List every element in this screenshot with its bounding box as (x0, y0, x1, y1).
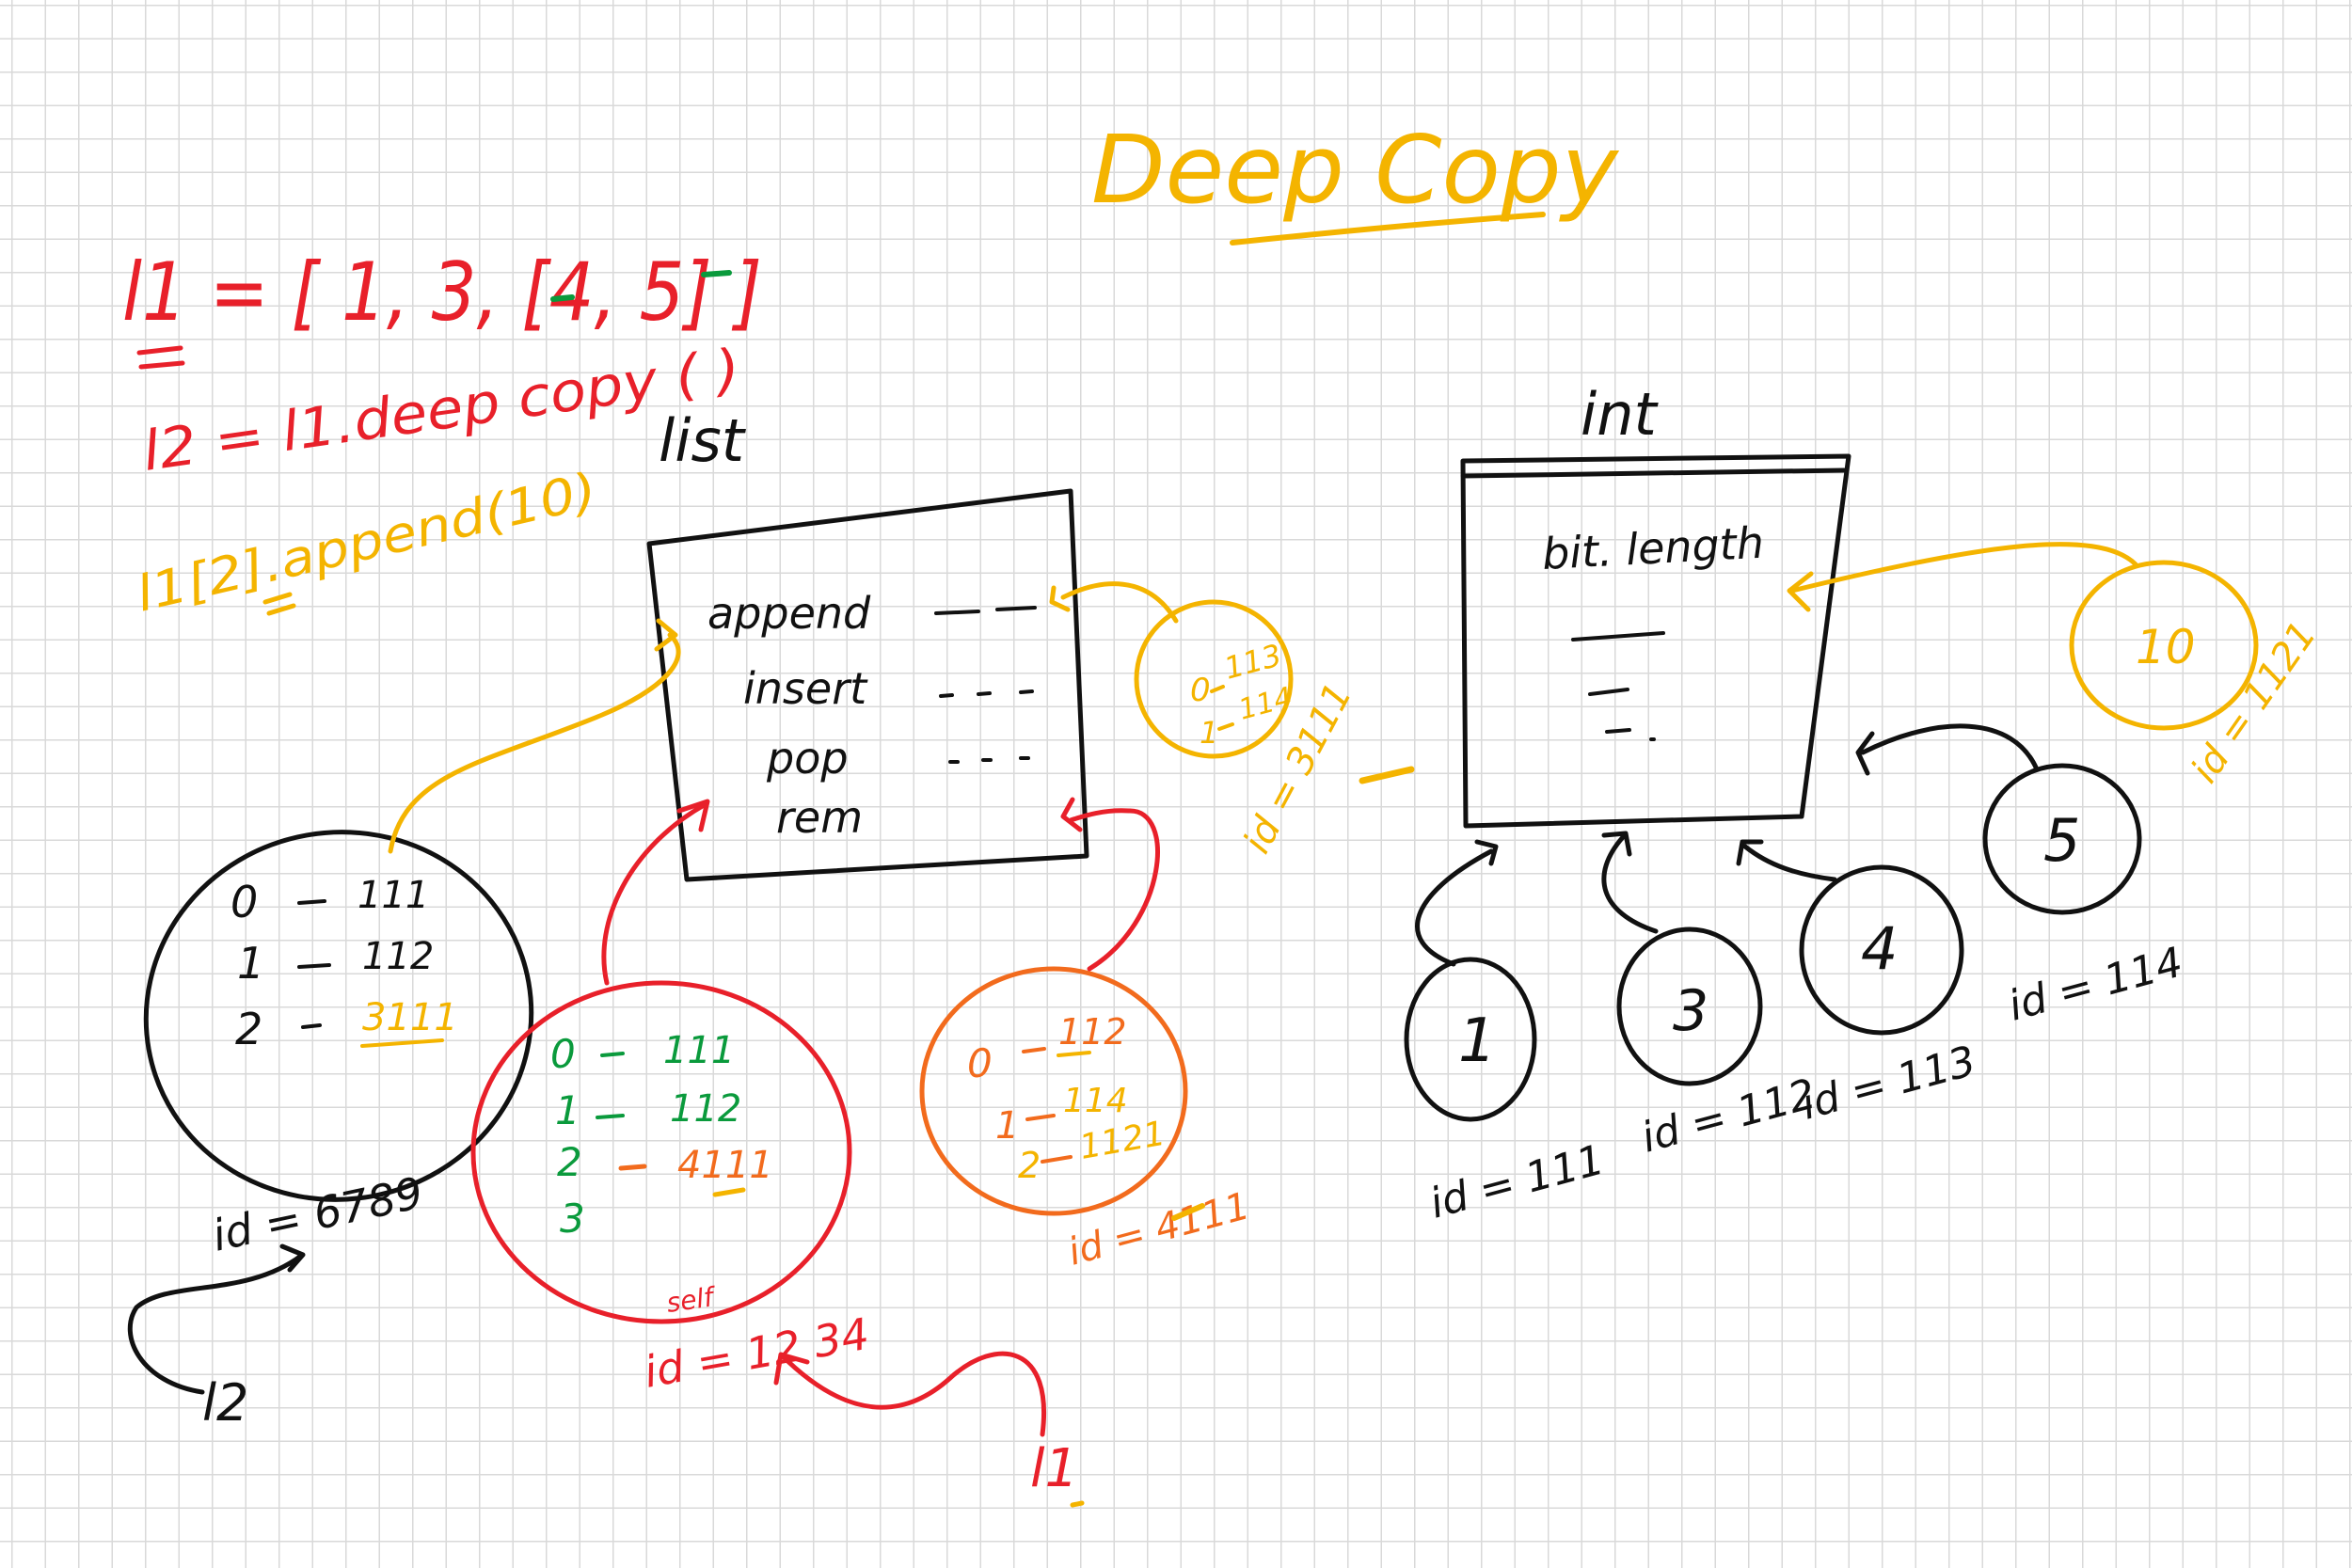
list-method-insert: insert (743, 663, 868, 714)
l1-row-dashes (596, 1052, 646, 1170)
code-line-l2: l2 = l1.deep copy ( ) (138, 336, 743, 483)
l1-variable-arrow (773, 1351, 1046, 1437)
l2-row-2-ref: 3111 (362, 996, 458, 1039)
list-method-dashes (934, 606, 1037, 764)
int-type-label: int (1581, 380, 1660, 449)
list-method-rem: rem (776, 792, 863, 843)
l1-subscript-mark (1070, 1500, 1085, 1508)
l2-row-0-index: 0 (230, 877, 258, 927)
l1-row-2-ref: 4111 (677, 1144, 773, 1187)
arrow-int1-to-int-type (1415, 839, 1499, 967)
l2-ref-underline (360, 1038, 444, 1048)
list-type-box (646, 488, 1089, 882)
title: Deep Copy (1091, 115, 1620, 225)
l1-list-object (470, 980, 852, 1324)
list-method-append: append (707, 588, 871, 639)
inner-copy-row-1-index: 1 (1200, 715, 1218, 751)
int-object-5-id: id = 114 (2004, 938, 2188, 1030)
int-object-1 (1404, 957, 1537, 1122)
l2-list-object (143, 830, 534, 1202)
inner-orig-row-1-ref: 114 (1063, 1082, 1128, 1120)
l2-variable-arrow (127, 1243, 306, 1395)
int-method-dashes (1571, 631, 1665, 741)
int-object-4-value: 4 (1861, 914, 1898, 983)
inner-copy-id-mark (1359, 766, 1415, 784)
int-type-box (1460, 453, 1851, 829)
int-object-3 (1616, 927, 1763, 1086)
inner-orig-id-mark (1171, 1203, 1205, 1221)
inner-copy-dashes (1210, 685, 1234, 731)
inner-orig-row-0-ref: 112 (1058, 1011, 1127, 1053)
l2-row-1-ref: 112 (362, 935, 434, 978)
int-object-5 (1982, 763, 2142, 915)
l1-note-self: self (664, 1281, 719, 1319)
inner-orig-underline (1057, 1051, 1091, 1057)
arrow-int10-to-int-type (1787, 542, 2138, 612)
code-append-underline (262, 592, 296, 616)
list-method-pop: pop (766, 733, 849, 784)
list-type-label: list (659, 406, 747, 475)
l1-row-1-ref: 112 (670, 1087, 741, 1131)
inner-list-copy (1134, 599, 1294, 759)
int-object-10 (2069, 560, 2259, 731)
arrow-l2-to-list-type (388, 618, 681, 854)
arrow-l1-to-list-type (601, 799, 710, 986)
int-object-5-value: 5 (2043, 806, 2080, 875)
code-line-l1: l1 = [ 1, 3, [4, 5] ] (122, 245, 762, 340)
inner-orig-row-1-index: 1 (995, 1104, 1019, 1148)
int-object-1-id: id = 111 (1425, 1135, 1610, 1227)
l1-row-1-index: 1 (555, 1087, 580, 1133)
inner-orig-dashes (1022, 1047, 1073, 1164)
code-l1-underline (136, 345, 185, 370)
inner-orig-id: id = 4111 (1064, 1184, 1254, 1274)
int-object-3-value: 3 (1673, 978, 1708, 1044)
arrow-inner-copy-to-list-type (1049, 581, 1179, 624)
l1-variable: l1 (1030, 1438, 1078, 1499)
l1-row-0-ref: 111 (663, 1029, 735, 1072)
int-object-4-id: id = 113 (1797, 1037, 1981, 1129)
inner-orig-row-0-index: 0 (967, 1040, 993, 1086)
int-object-10-value: 10 (2136, 620, 2196, 674)
int-object-1-value: 1 (1458, 1006, 1497, 1076)
code-line-append: l1[2].append(10) (131, 463, 602, 624)
l2-row-2-index: 2 (235, 1004, 262, 1054)
l1-row-3-index: 3 (560, 1196, 585, 1242)
arrow-int5-to-int-type (1855, 723, 2040, 776)
l1-row-2-dash-orange (618, 1164, 647, 1171)
inner-orig-row-2-ref: 1121 (1076, 1115, 1168, 1167)
title-underline (1230, 212, 1546, 245)
l1-ref-underline (712, 1187, 746, 1197)
l1-row-2-index: 2 (557, 1139, 582, 1185)
inner-orig-row-2-index: 2 (1018, 1145, 1041, 1186)
arrow-inner-orig-to-list-type (1060, 797, 1160, 972)
l1-row-0-index: 0 (550, 1031, 576, 1077)
l2-list-id: id = 6789 (208, 1167, 427, 1261)
l2-row-0-ref: 111 (358, 874, 429, 917)
inner-copy-row-0-ref: 113 (1220, 637, 1285, 687)
arrow-int4-to-int-type (1736, 839, 1837, 882)
code-inner-list-marks (550, 270, 732, 302)
inner-copy-row-0-index: 0 (1190, 672, 1211, 709)
l2-variable: l2 (202, 1373, 248, 1433)
l2-row-1-index: 1 (237, 938, 264, 989)
arrow-int3-to-int-type (1601, 831, 1659, 934)
l2-row-dashes (297, 899, 331, 1029)
int-method-bit-length: bit. length (1541, 517, 1765, 579)
inner-copy-row-1-ref: 114 (1235, 681, 1295, 727)
int-object-3-id: id = 112 (1637, 1069, 1821, 1162)
int-object-4 (1799, 864, 1964, 1036)
inner-list-original (919, 966, 1188, 1216)
